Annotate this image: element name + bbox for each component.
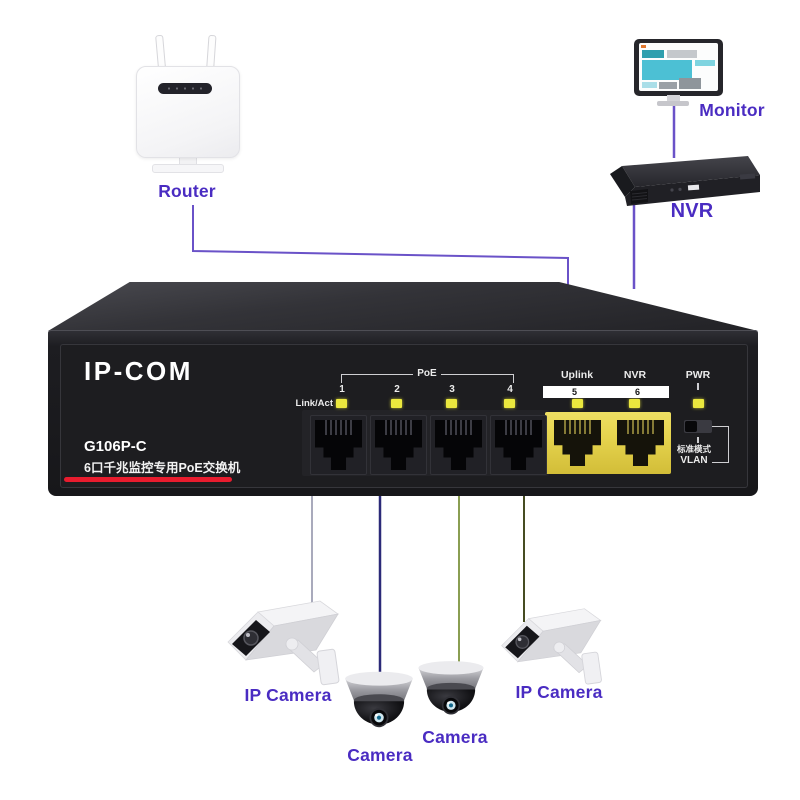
ipcam-1-illustration (227, 600, 340, 686)
led-port-6 (629, 399, 640, 408)
vlan-mode-toggle (684, 420, 712, 433)
toggle-tick (697, 437, 699, 443)
dome-1-label: Camera (347, 745, 413, 765)
monitor-label: Monitor (699, 100, 765, 120)
screen-block (679, 78, 701, 89)
monitor-screen (639, 43, 718, 91)
nvr-illustration (610, 156, 760, 206)
router-stand-base (152, 164, 224, 173)
rj45-port-5 (550, 416, 605, 470)
router-illustration (136, 66, 240, 158)
port-number-3: 3 (449, 384, 455, 395)
rj45-opening (375, 420, 422, 470)
mode-bracket (712, 426, 729, 463)
screen-block (642, 60, 692, 80)
pwr-label: PWR (685, 369, 711, 381)
switch-red-underline (64, 477, 232, 482)
vlan-label: VLAN (680, 455, 708, 466)
ipcam-2-illustration (501, 608, 602, 685)
screen-block (667, 50, 697, 58)
rj45-port-4 (490, 415, 547, 475)
rj45-opening (435, 420, 482, 470)
switch-subtitle: 6口千兆监控专用PoE交换机 (84, 461, 241, 475)
switch-model: G106P-C (84, 438, 147, 455)
port-number-4: 4 (507, 384, 513, 395)
rj45-opening (315, 420, 362, 470)
dome-2-illustration (418, 661, 484, 715)
router-led-strip (158, 83, 212, 94)
poe-bracket-left (341, 374, 413, 383)
switch-brand-logo: IP-COM (84, 356, 193, 386)
port-number-1: 1 (339, 384, 345, 395)
router-label: Router (158, 181, 216, 201)
rj45-port-6 (613, 416, 668, 470)
screen-block (695, 60, 715, 66)
led-port-5 (572, 399, 583, 408)
port-number-2: 2 (394, 384, 400, 395)
rj45-opening (495, 420, 542, 470)
rj45-port-1 (310, 415, 367, 475)
rj45-opening (617, 420, 664, 466)
nvr-port-label: NVR (623, 369, 647, 381)
led-port-3 (446, 399, 457, 408)
rj45-port-2 (370, 415, 427, 475)
monitor-stand (667, 95, 680, 102)
link-act-label: Link/Act (295, 398, 333, 409)
led-port-2 (391, 399, 402, 408)
led-power (693, 399, 704, 408)
rj45-opening (554, 420, 601, 466)
monitor-stand-base (657, 101, 689, 106)
uplink-number-bar: 5 6 (543, 386, 669, 398)
browser-dot-icon (641, 45, 646, 48)
ipcam-1-label: IP Camera (244, 685, 332, 705)
wire-router-to-switch (192, 205, 569, 288)
pwr-tick (697, 383, 699, 390)
port-number-5: 5 (571, 387, 577, 397)
screen-block (642, 50, 664, 58)
port-number-6: 6 (634, 387, 640, 397)
dome-1-illustration (345, 671, 413, 728)
uplink-label: Uplink (560, 369, 594, 381)
nvr-label: NVR (670, 200, 714, 222)
rj45-port-3 (430, 415, 487, 475)
screen-block (659, 82, 677, 89)
poe-group-label: PoE (417, 368, 437, 379)
dome-2-label: Camera (422, 727, 488, 747)
ipcam-2-label: IP Camera (515, 682, 603, 702)
led-port-4 (504, 399, 515, 408)
screen-block (642, 82, 657, 88)
led-port-1 (336, 399, 347, 408)
standard-mode-label: 标准模式 (676, 444, 711, 454)
poe-bracket-right (441, 374, 514, 383)
